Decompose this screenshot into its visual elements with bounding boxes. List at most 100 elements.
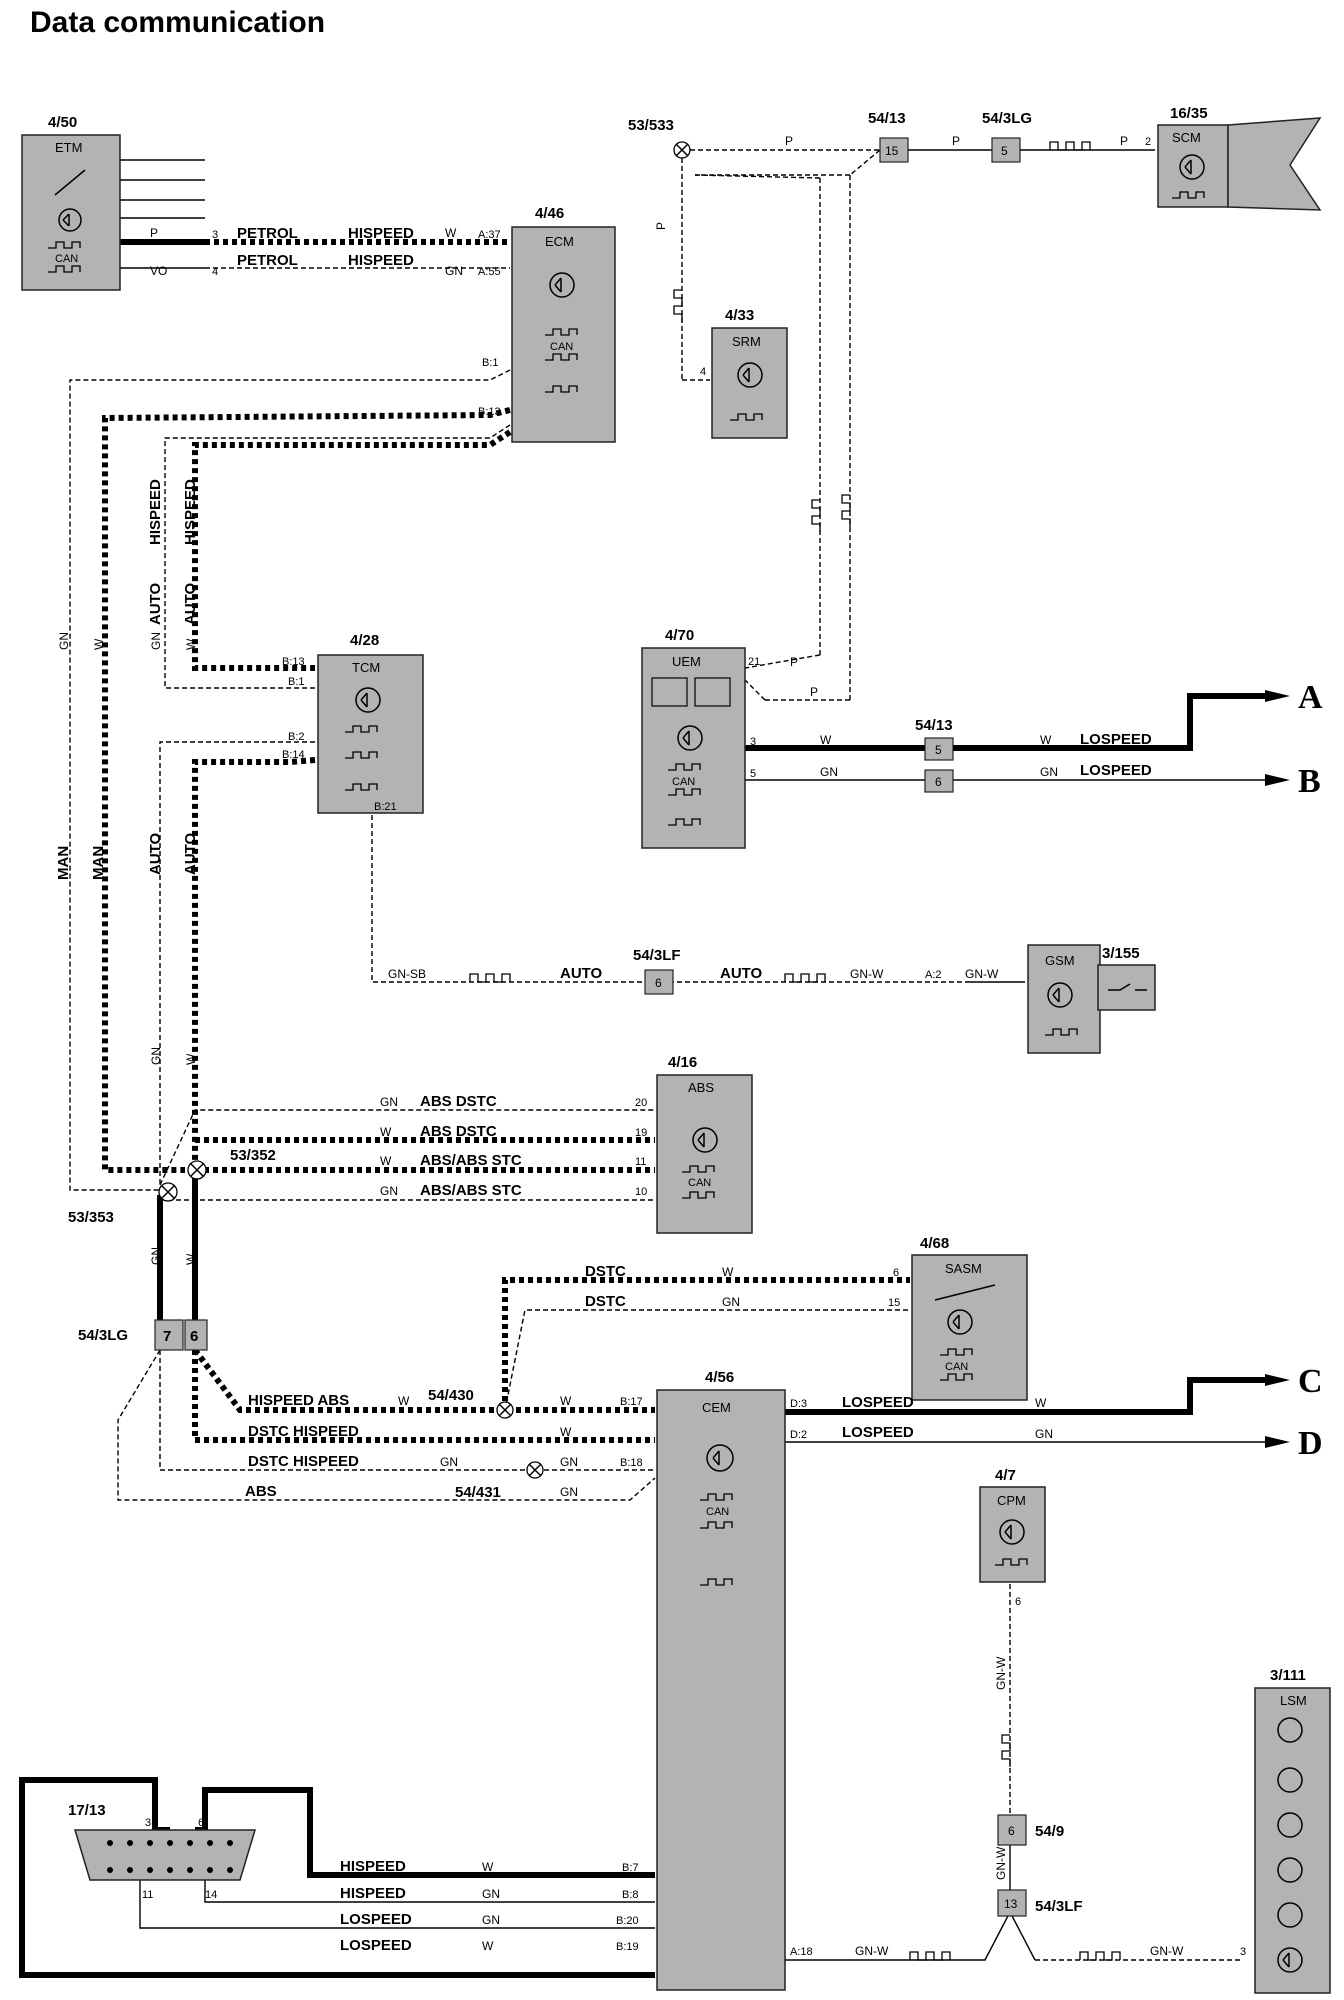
controller-icon xyxy=(706,1444,734,1472)
svg-text:HISPEED: HISPEED xyxy=(340,1858,406,1875)
svg-text:GN: GN xyxy=(1035,1427,1053,1441)
svg-text:ABS: ABS xyxy=(688,1080,714,1095)
svg-text:4: 4 xyxy=(700,366,706,378)
svg-text:4/33: 4/33 xyxy=(725,307,754,324)
controller-icon xyxy=(1277,1947,1303,1973)
svg-text:15: 15 xyxy=(888,1297,900,1309)
svg-text:D:2: D:2 xyxy=(790,1429,807,1441)
page-title: Data communication xyxy=(30,6,326,39)
svg-text:P: P xyxy=(790,655,798,669)
svg-text:GN: GN xyxy=(560,1455,578,1469)
svg-text:GN: GN xyxy=(149,632,163,650)
svg-text:VO: VO xyxy=(150,264,167,278)
svg-text:GN: GN xyxy=(380,1184,398,1198)
svg-text:21: 21 xyxy=(748,656,760,668)
module-gsm: 3/156 GSM 3/155 xyxy=(1027,944,1156,1054)
svg-text:B: B xyxy=(1298,763,1321,800)
svg-text:ECM: ECM xyxy=(545,234,574,249)
svg-text:4/70: 4/70 xyxy=(665,627,694,644)
svg-text:HISPEED: HISPEED xyxy=(348,252,414,269)
svg-text:CAN: CAN xyxy=(688,1177,711,1189)
module-abs: 4/16 ABS CAN xyxy=(656,1054,753,1234)
svg-text:AUTO: AUTO xyxy=(560,965,603,982)
wire-color-codes: P VO W GN P P P P P P W GN W GN GN-SB GN… xyxy=(57,134,1184,1958)
svg-text:6: 6 xyxy=(1015,1596,1021,1608)
svg-text:HISPEED: HISPEED xyxy=(348,225,414,242)
svg-text:CAN: CAN xyxy=(945,1361,968,1373)
svg-text:DSTC HISPEED: DSTC HISPEED xyxy=(248,1423,359,1440)
svg-text:54/430: 54/430 xyxy=(428,1387,474,1404)
svg-text:C: C xyxy=(1298,1363,1323,1400)
controller-icon xyxy=(677,725,703,751)
svg-text:CAN: CAN xyxy=(672,776,695,788)
svg-text:SRM: SRM xyxy=(732,334,761,349)
svg-text:W: W xyxy=(184,638,198,650)
svg-text:B:8: B:8 xyxy=(622,1889,639,1901)
svg-text:LOSPEED: LOSPEED xyxy=(842,1394,914,1411)
svg-text:W: W xyxy=(380,1125,392,1139)
output-arrows: A B C D xyxy=(1265,679,1323,1462)
svg-text:P: P xyxy=(952,134,960,148)
svg-text:A:2: A:2 xyxy=(925,969,942,981)
svg-text:54/431: 54/431 xyxy=(455,1484,501,1501)
light-icon xyxy=(1277,1857,1303,1883)
module-etm: 4/50 ETM CAN xyxy=(21,114,121,291)
svg-text:D: D xyxy=(1298,1425,1323,1462)
module-lsm: 3/111 LSM xyxy=(1254,1667,1331,1994)
svg-text:B:20: B:20 xyxy=(616,1915,639,1927)
svg-text:GN: GN xyxy=(149,1047,163,1065)
svg-text:GN: GN xyxy=(380,1095,398,1109)
svg-text:GN-W: GN-W xyxy=(994,1846,1008,1880)
svg-text:P: P xyxy=(150,226,158,240)
svg-text:B:13: B:13 xyxy=(282,656,305,668)
svg-text:W: W xyxy=(482,1939,494,1953)
svg-text:GN: GN xyxy=(482,1913,500,1927)
svg-text:DSTC: DSTC xyxy=(585,1263,626,1280)
controller-icon xyxy=(1179,154,1205,180)
svg-text:15: 15 xyxy=(885,144,899,158)
svg-text:HISPEED: HISPEED xyxy=(182,479,199,545)
svg-text:3/155: 3/155 xyxy=(1102,945,1140,962)
svg-text:7: 7 xyxy=(163,1328,171,1345)
svg-text:A:37: A:37 xyxy=(478,229,501,241)
connector-54-3lf-mid: 54/3LF 6 xyxy=(633,947,681,995)
svg-text:54/3LG: 54/3LG xyxy=(982,110,1032,127)
svg-text:54/9: 54/9 xyxy=(1035,1823,1064,1840)
svg-text:AUTO: AUTO xyxy=(182,832,199,875)
svg-text:GN: GN xyxy=(445,264,463,278)
splice-53-353: 53/353 xyxy=(68,1182,178,1226)
svg-text:W: W xyxy=(560,1425,572,1439)
svg-text:4/56: 4/56 xyxy=(705,1369,734,1386)
svg-text:4: 4 xyxy=(212,266,218,278)
connector-54-3lf-low: 13 54/3LF xyxy=(997,1889,1083,1917)
controller-icon xyxy=(355,687,381,713)
svg-text:GN: GN xyxy=(482,1887,500,1901)
svg-text:LOSPEED: LOSPEED xyxy=(340,1911,412,1928)
controller-icon xyxy=(58,208,82,232)
svg-text:W: W xyxy=(398,1394,410,1408)
wire-labels: PETROL PETROL HISPEED HISPEED LOSPEED LO… xyxy=(55,225,1152,1954)
svg-text:4/28: 4/28 xyxy=(350,632,379,649)
svg-text:CAN: CAN xyxy=(550,341,573,353)
connector-54-13-top: 54/13 15 xyxy=(868,110,909,163)
svg-text:54/3LF: 54/3LF xyxy=(633,947,681,964)
svg-text:W: W xyxy=(380,1154,392,1168)
light-icon xyxy=(1277,1812,1303,1838)
svg-text:5: 5 xyxy=(935,743,942,757)
svg-text:6: 6 xyxy=(935,775,942,789)
svg-text:B:13: B:13 xyxy=(478,406,501,418)
svg-text:CAN: CAN xyxy=(706,1506,729,1518)
svg-text:GN-W: GN-W xyxy=(994,1656,1008,1690)
svg-text:ABS/ABS STC: ABS/ABS STC xyxy=(420,1152,522,1169)
svg-text:W: W xyxy=(560,1394,572,1408)
svg-text:GN: GN xyxy=(1040,765,1058,779)
splice-53-352: 53/352 xyxy=(187,1147,276,1180)
connector-54-3lg-top: 54/3LG 5 xyxy=(982,110,1032,163)
svg-text:3/111: 3/111 xyxy=(1270,1667,1306,1684)
svg-text:19: 19 xyxy=(635,1127,647,1139)
svg-text:HISPEED: HISPEED xyxy=(340,1885,406,1902)
svg-text:HISPEED: HISPEED xyxy=(147,479,164,545)
pin-labels: 3 4 A:37 A:55 B:1 B:13 2 4 B:13 B:1 B:2 … xyxy=(142,136,1246,1958)
svg-text:53/352: 53/352 xyxy=(230,1147,276,1164)
